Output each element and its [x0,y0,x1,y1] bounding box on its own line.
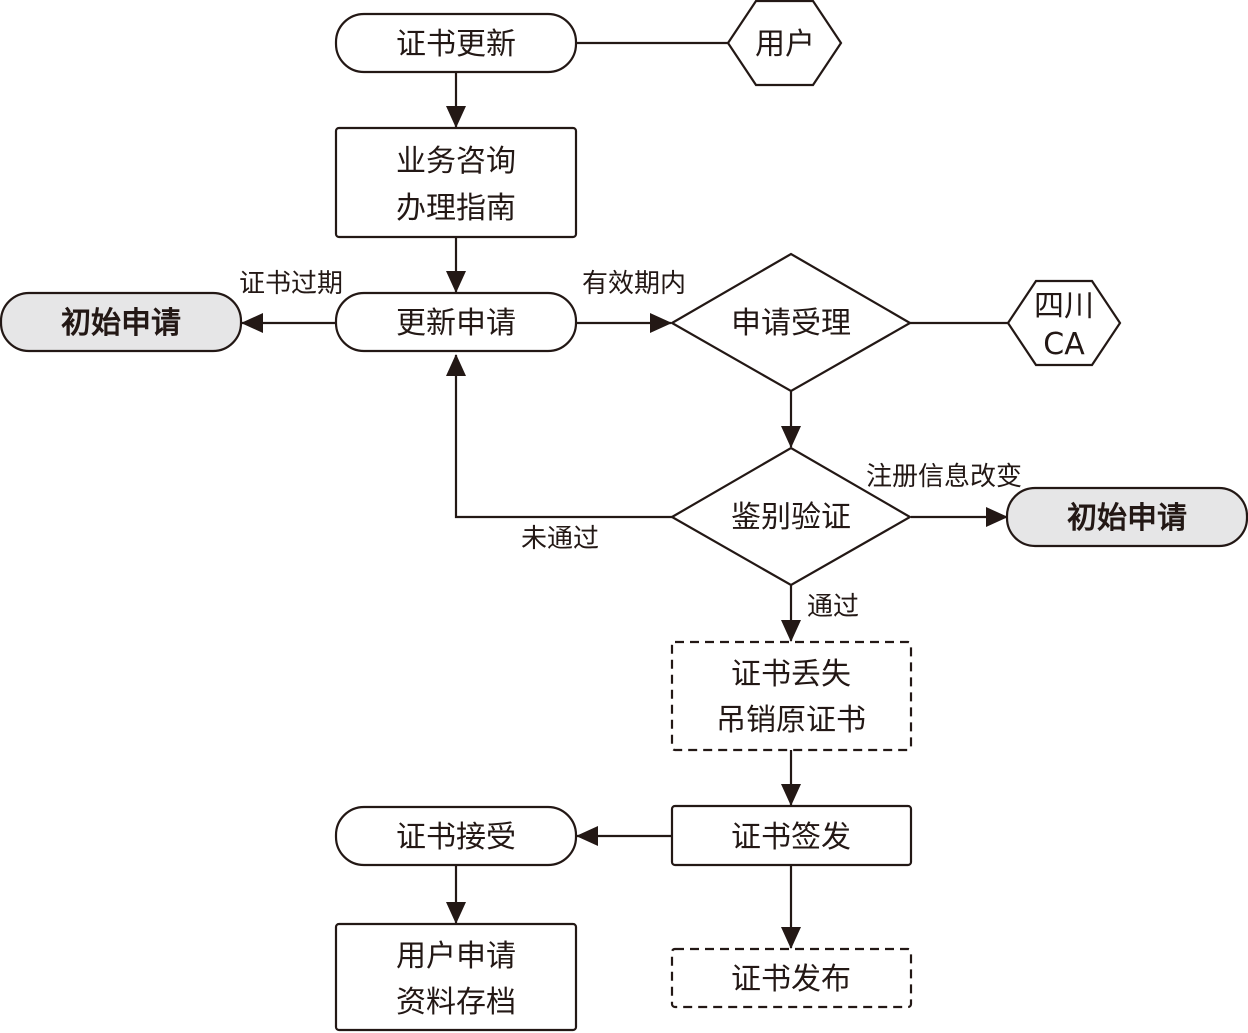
node-issue: 证书签发 [670,804,913,867]
node-user: 用户 [726,0,843,87]
node-renew-apply: 更新申请 [334,291,578,353]
node-sichuan-ca: 四川 CA [1006,279,1122,367]
node-revoke: 证书丢失 吊销原证书 [670,640,913,752]
node-archive: 用户申请 资料存档 [334,922,578,1032]
node-consult-line1: 业务咨询 [396,144,516,179]
node-verify-label: 鉴别验证 [731,500,851,535]
node-cert-renew: 证书更新 [334,12,578,74]
node-publish-label: 证书发布 [731,962,851,997]
node-cert-renew-label: 证书更新 [396,27,516,62]
node-archive-line2: 资料存档 [396,985,516,1020]
node-initial-apply-right-label: 初始申请 [1067,501,1187,536]
node-sichuan-ca-line1: 四川 [1034,289,1094,324]
node-receive-label: 证书接受 [396,820,516,855]
label-passed: 通过 [807,592,859,622]
node-archive-line1: 用户申请 [396,939,516,974]
label-expired: 证书过期 [239,269,343,299]
label-info-changed: 注册信息改变 [866,462,1022,492]
node-revoke-line1: 证书丢失 [731,657,851,692]
node-initial-apply-left-label: 初始申请 [61,306,181,341]
node-consult: 业务咨询 办理指南 [334,126,578,239]
node-renew-apply-label: 更新申请 [396,306,516,341]
label-valid: 有效期内 [582,269,686,299]
node-verify: 鉴别验证 [669,446,913,587]
node-user-label: 用户 [755,27,815,62]
node-sichuan-ca-line2: CA [1043,327,1085,362]
node-issue-label: 证书签发 [731,820,851,855]
node-accept: 申请受理 [669,252,913,393]
node-initial-apply-left: 初始申请 [0,291,243,353]
label-not-passed: 未通过 [521,524,599,554]
edges [241,41,1008,949]
node-publish: 证书发布 [670,947,913,1009]
node-receive: 证书接受 [334,805,578,867]
node-accept-label: 申请受理 [731,306,851,341]
node-initial-apply-right: 初始申请 [1005,486,1248,548]
node-consult-line2: 办理指南 [396,191,516,226]
edge-verify-back-to-renew-apply [446,354,672,519]
node-revoke-line2: 吊销原证书 [716,703,866,738]
